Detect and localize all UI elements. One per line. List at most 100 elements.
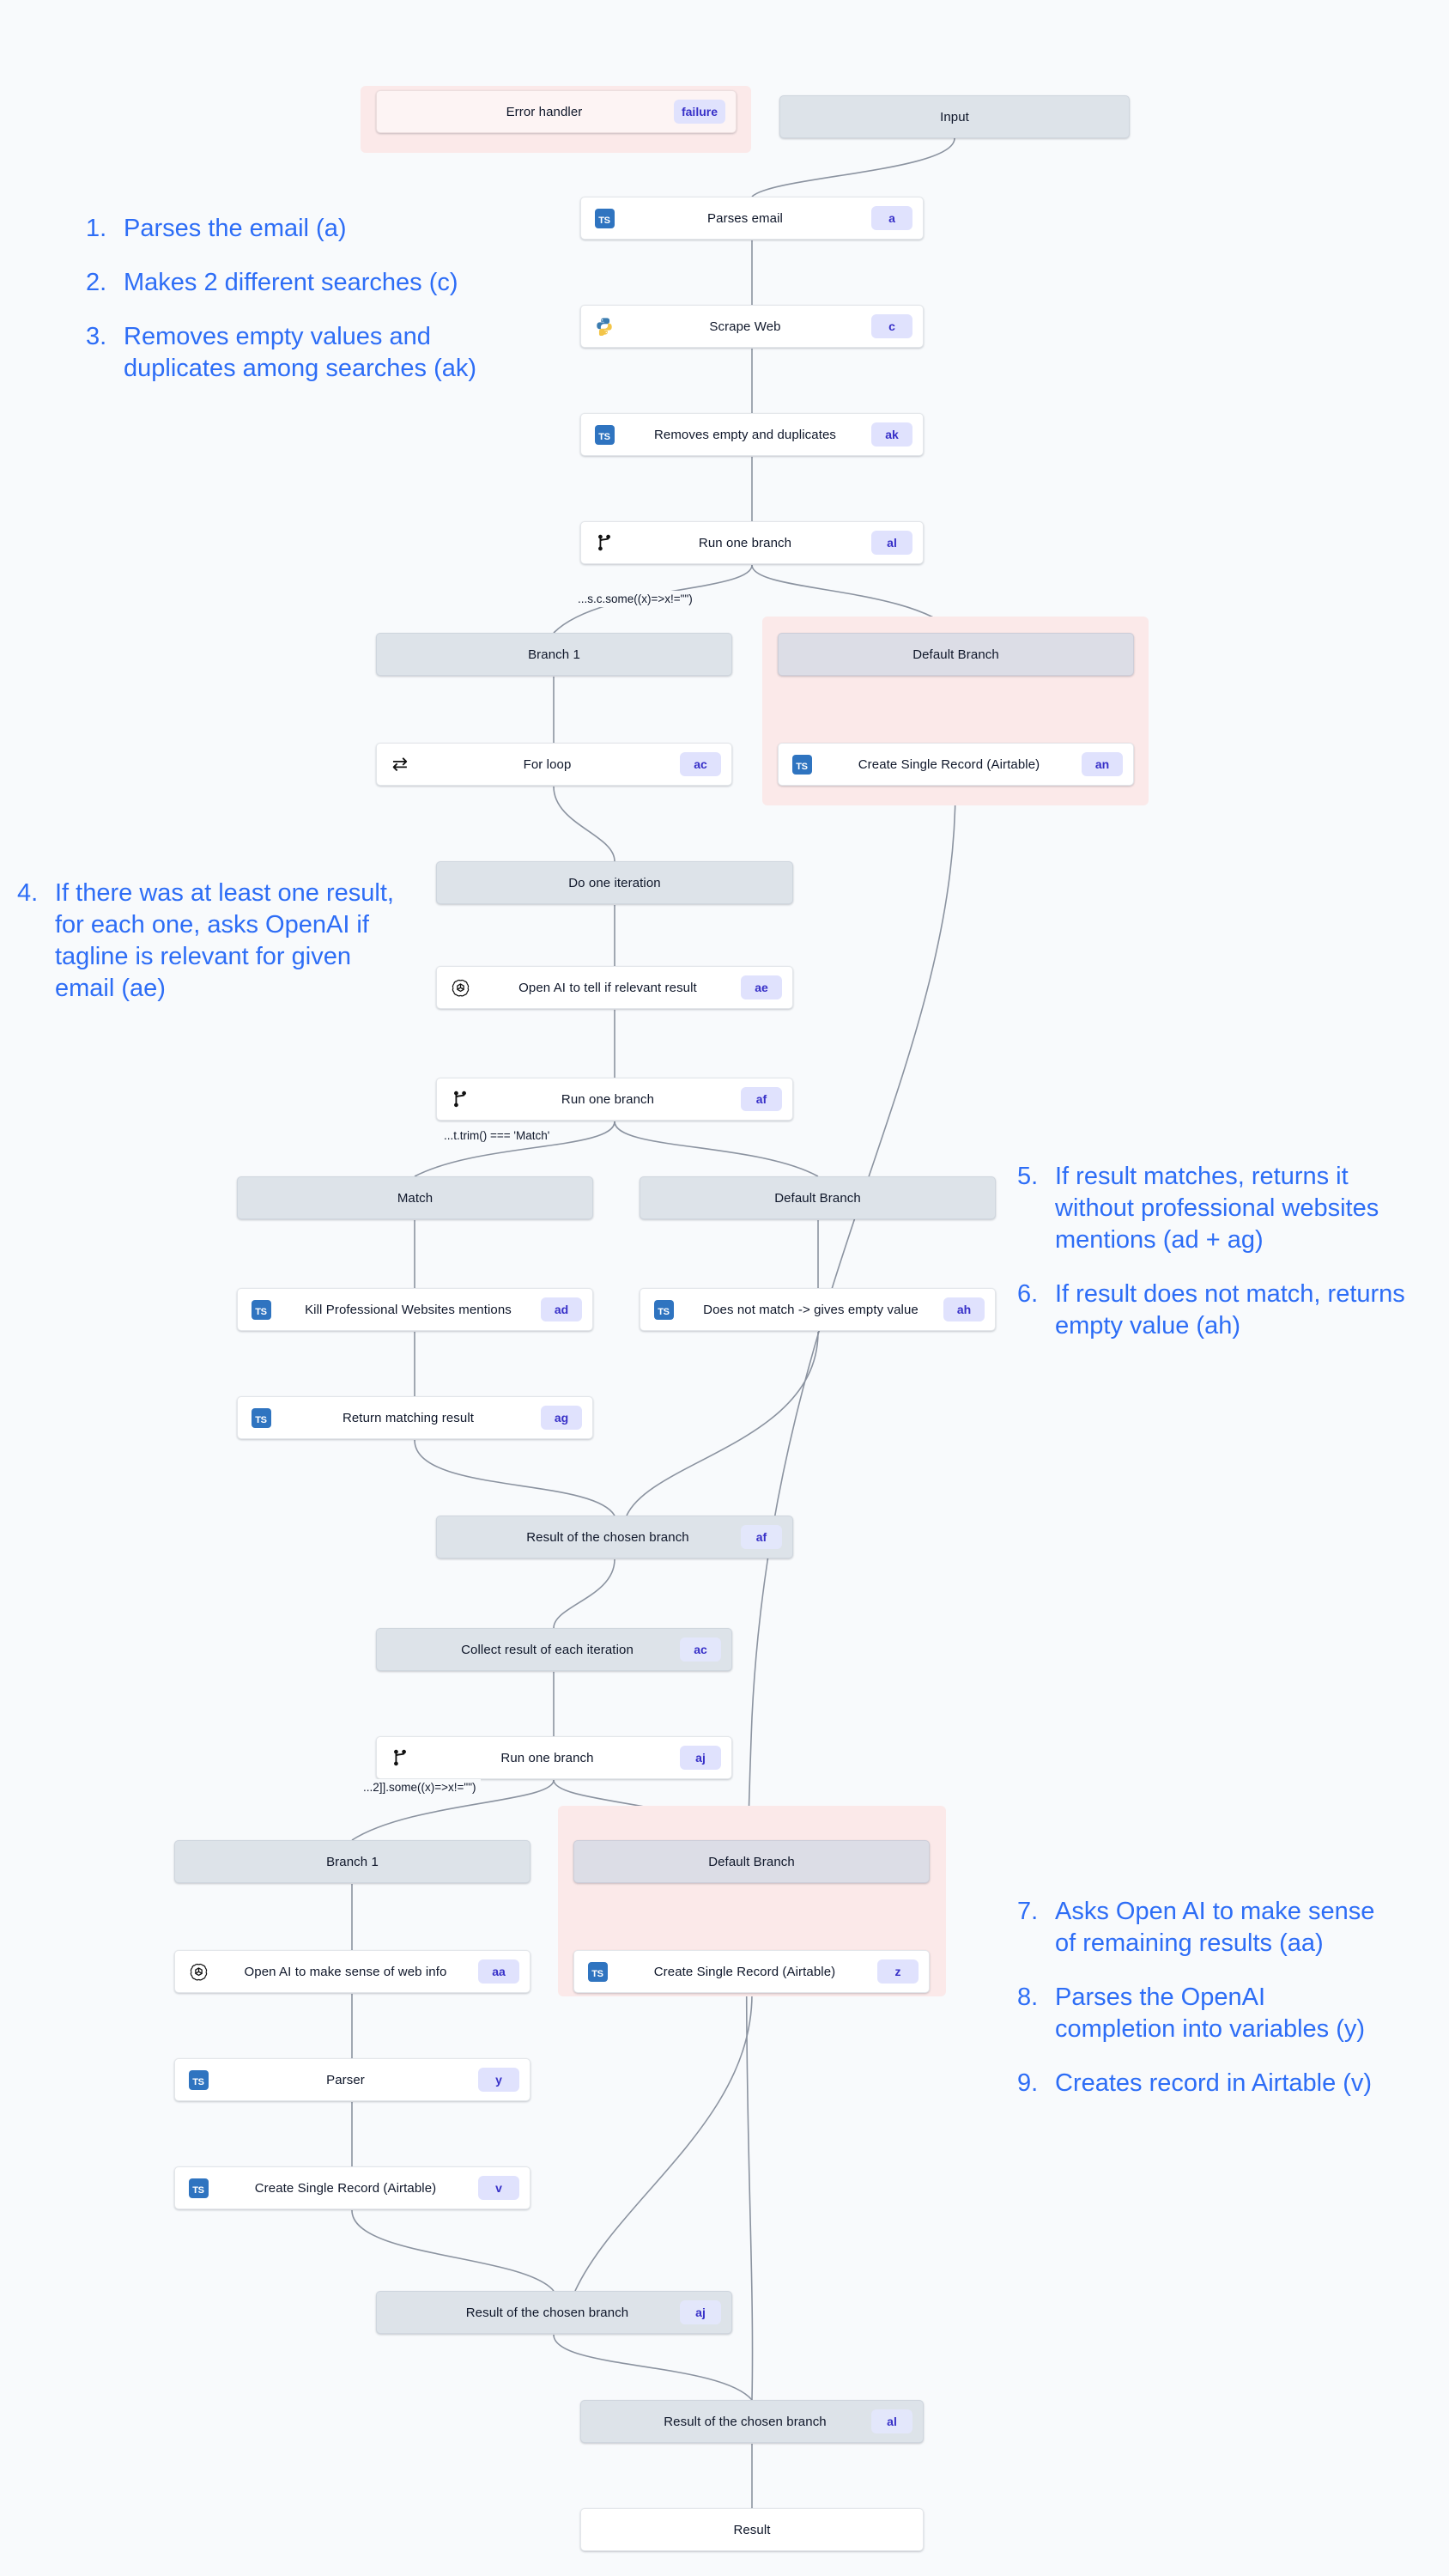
node-label: Branch 1 [326,1854,379,1869]
annotation-list-steps-7-9: 7. Asks Open AI to make sense of remaini… [1017,1896,1378,2100]
node-result-chosen-branch-aj[interactable]: Result of the chosen branch aj [376,2291,732,2334]
node-run-one-branch-af[interactable]: Run one branch af [436,1078,793,1121]
node-tag: af [741,1087,782,1111]
branch-icon [446,1078,475,1121]
node-label: Create Single Record (Airtable) [858,756,1040,772]
node-default-branch-bottom[interactable]: Default Branch [573,1840,930,1883]
node-tag: af [741,1525,782,1549]
typescript-icon: TS [590,413,619,456]
branch-icon [590,521,619,564]
annotation-text: If result matches, returns it without pr… [1055,1163,1379,1255]
node-tag: aa [478,1959,519,1984]
node-return-matching-result[interactable]: TS Return matching result ag [237,1396,593,1439]
node-create-record-z[interactable]: TS Create Single Record (Airtable) z [573,1950,930,1993]
node-label: Parses email [707,210,783,226]
node-label: Open AI to make sense of web info [244,1964,447,1979]
node-create-record-an[interactable]: TS Create Single Record (Airtable) an [778,743,1134,786]
annotation-item: 7. Asks Open AI to make sense of remaini… [1017,1896,1378,1959]
node-label: Result of the chosen branch [526,1529,689,1545]
node-do-one-iteration[interactable]: Do one iteration [436,861,793,904]
typescript-icon: TS [649,1288,678,1331]
openai-icon [184,1950,213,1993]
node-default-branch-mid[interactable]: Default Branch [640,1176,996,1219]
node-result[interactable]: Result [580,2508,924,2551]
node-label: For loop [523,756,572,772]
annotation-number: 3. [86,323,107,351]
node-match-branch[interactable]: Match [237,1176,593,1219]
node-openai-make-sense-web-info[interactable]: Open AI to make sense of web info aa [174,1950,530,1993]
node-label: Does not match -> gives empty value [703,1302,919,1317]
node-label: Match [397,1190,433,1206]
node-label: Do one iteration [568,875,661,890]
annotation-text: Creates record in Airtable (v) [1055,2069,1373,2098]
node-label: Error handler [506,104,583,119]
node-tag: ad [541,1297,582,1321]
annotation-number: 7. [1017,1898,1039,1925]
node-tag: aj [680,2300,721,2324]
node-input[interactable]: Input [779,95,1130,138]
node-scrape-web[interactable]: Scrape Web c [580,305,924,348]
annotation-number: 9. [1017,2069,1039,2098]
node-branch-1-bottom[interactable]: Branch 1 [174,1840,530,1883]
annotation-list-steps-1-3: 1. Parses the email (a) 2. Makes 2 diffe… [86,213,498,385]
node-result-chosen-branch-al[interactable]: Result of the chosen branch al [580,2400,924,2443]
node-label: Kill Professional Websites mentions [305,1302,512,1317]
node-label: Parser [326,2072,365,2087]
node-label: Create Single Record (Airtable) [254,2180,437,2196]
node-openai-relevant-result[interactable]: Open AI to tell if relevant result ae [436,966,793,1009]
annotation-number: 6. [1017,1280,1039,1309]
node-label: Create Single Record (Airtable) [653,1964,836,1979]
node-tag: al [871,531,912,555]
node-tag: c [871,314,912,338]
node-label: Default Branch [708,1854,795,1869]
node-tag: a [871,206,912,230]
typescript-icon: TS [583,1950,612,1993]
annotation-item: 3. Removes empty values and duplicates a… [86,321,498,385]
node-parses-email[interactable]: TS Parses email a [580,197,924,240]
node-branch-1-top[interactable]: Branch 1 [376,633,732,676]
annotation-text: If there was at least one result, for ea… [55,879,394,1003]
node-parser[interactable]: TS Parser y [174,2058,530,2101]
annotation-text: If result does not match, returns empty … [1055,1280,1405,1340]
node-does-not-match-empty-value[interactable]: TS Does not match -> gives empty value a… [640,1288,996,1331]
loop-icon: ⇄ [391,753,409,775]
annotation-list-steps-5-6: 5. If result matches, returns it without… [1017,1161,1421,1343]
node-kill-professional-websites-mentions[interactable]: TS Kill Professional Websites mentions a… [237,1288,593,1331]
node-label: Input [940,109,969,125]
node-label: Return matching result [342,1410,475,1425]
node-for-loop[interactable]: ⇄ For loop ac [376,743,732,786]
node-default-branch-top[interactable]: Default Branch [778,633,1134,676]
openai-icon [446,966,475,1009]
node-label: Default Branch [912,647,999,662]
node-run-one-branch-aj[interactable]: Run one branch aj [376,1736,732,1779]
annotation-item: 4. If there was at least one result, for… [17,878,399,1005]
node-label: Open AI to tell if relevant result [518,980,697,995]
node-tag: ac [680,1637,721,1662]
python-icon [590,305,619,348]
typescript-icon: TS [590,197,619,240]
node-tag: y [478,2068,519,2092]
annotation-number: 8. [1017,1984,1039,2012]
annotation-text: Makes 2 different searches (c) [124,269,458,297]
annotation-text: Parses the email (a) [124,215,347,242]
node-label: Default Branch [774,1190,861,1206]
node-result-chosen-branch-af[interactable]: Result of the chosen branch af [436,1516,793,1558]
node-tag: failure [673,100,725,124]
node-label: Scrape Web [709,319,781,334]
node-tag: ac [680,752,721,776]
node-tag: ak [871,422,912,447]
node-collect-result-each-iteration[interactable]: Collect result of each iteration ac [376,1628,732,1671]
node-label: Branch 1 [528,647,580,662]
annotation-item: 9. Creates record in Airtable (v) [1017,2068,1378,2099]
node-create-record-v[interactable]: TS Create Single Record (Airtable) v [174,2166,530,2209]
node-run-one-branch-al[interactable]: Run one branch al [580,521,924,564]
annotation-item: 5. If result matches, returns it without… [1017,1161,1421,1256]
edge-condition-aj: ...2]].some((x)=>x!="") [359,1779,481,1795]
node-removes-empty-duplicates[interactable]: TS Removes empty and duplicates ak [580,413,924,456]
node-label: Run one branch [698,535,792,550]
node-label: Result [733,2522,771,2537]
typescript-icon: TS [184,2166,213,2209]
node-error-handler[interactable]: Error handler failure [376,90,737,133]
annotation-item: 1. Parses the email (a) [86,213,498,245]
